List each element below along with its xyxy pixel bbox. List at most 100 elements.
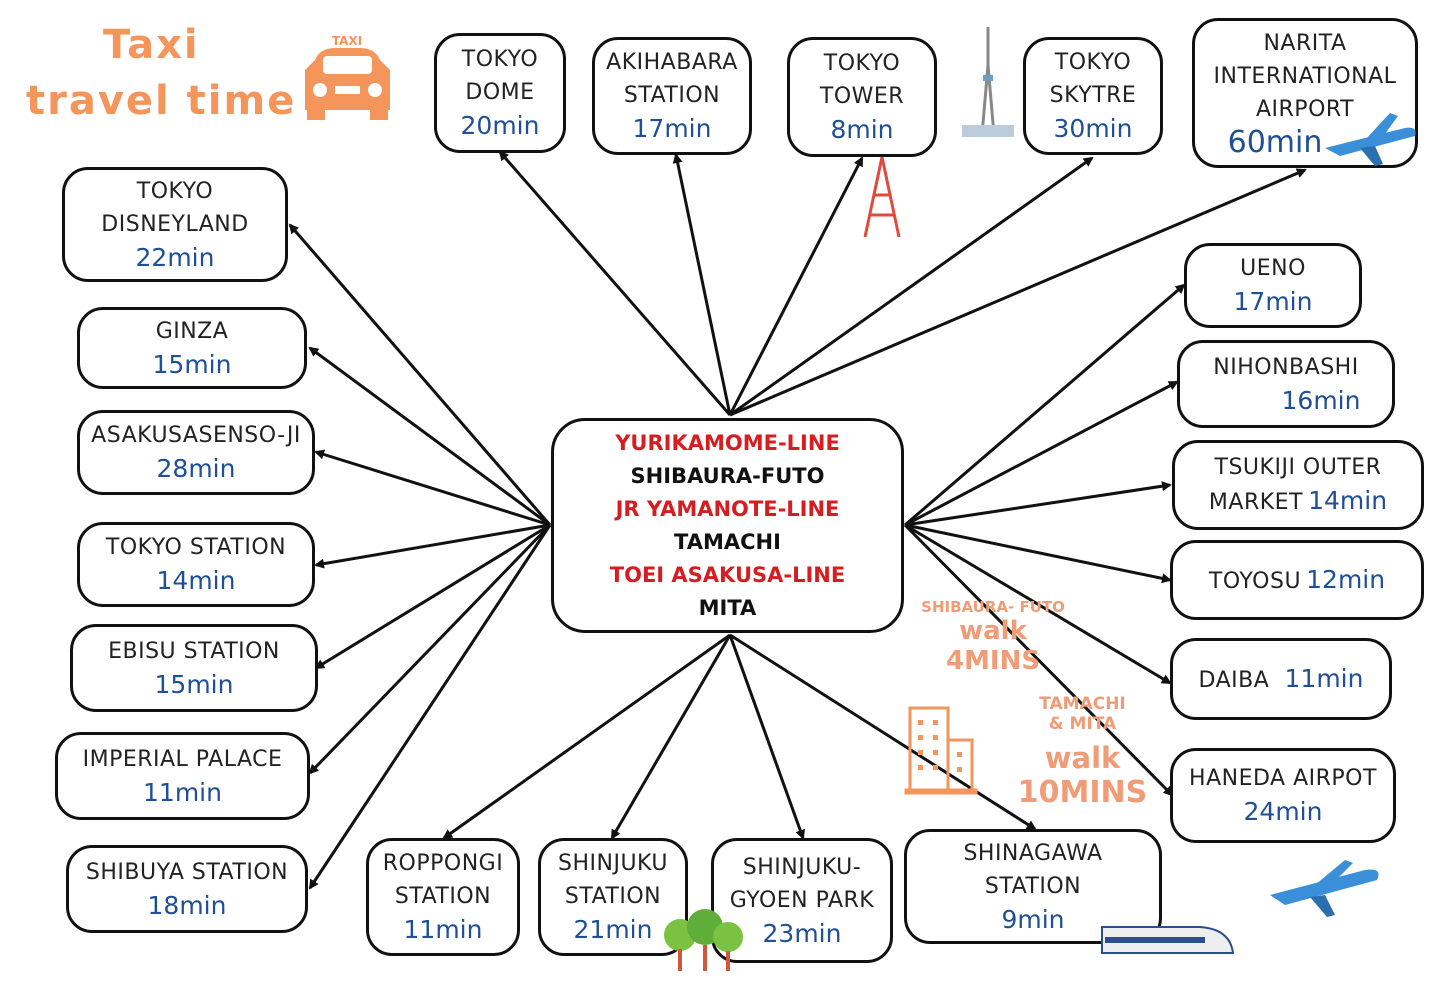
center-line-5: TOEI ASAKUSA-LINE	[609, 562, 846, 587]
walk-station: & MITA	[1048, 714, 1117, 734]
dest-name: TOYOSU	[1208, 568, 1302, 594]
destination-daiba: DAIBA 11min	[1170, 638, 1392, 720]
destination-tokyo-dome: TOKYO DOME 20min	[434, 33, 566, 153]
destination-disneyland: TOKYO DISNEYLAND 22min	[62, 167, 288, 282]
dest-name: ROPPONGI	[382, 851, 504, 876]
arrow	[728, 156, 864, 416]
dest-name: TSUKIJI OUTER	[1214, 455, 1382, 480]
dest-name: SHINJUKU	[558, 851, 668, 876]
walk-label: walk	[1044, 741, 1121, 775]
dest-name: AIRPORT	[1255, 96, 1355, 122]
center-line-1: YURIKAMOME-LINE	[615, 430, 840, 455]
destination-ueno: UENO 17min	[1184, 243, 1362, 328]
dest-name: GYOEN PARK	[729, 887, 875, 913]
dest-name: AKIHABARA	[606, 50, 738, 75]
destination-ginza: GINZA 15min	[77, 307, 307, 389]
dest-time: 11min	[143, 777, 222, 807]
walk-time: 4MINS	[945, 646, 1041, 676]
arrow	[904, 523, 1172, 685]
arrow	[729, 633, 1037, 831]
dest-name: MARKET	[1208, 490, 1304, 515]
dest-time: 17min	[1233, 287, 1313, 316]
dest-time: 11min	[403, 915, 483, 944]
walk-label: walk	[959, 616, 1027, 646]
dest-name: NIHONBASHI	[1213, 354, 1359, 380]
airplane-icon	[1325, 113, 1416, 166]
tower-icon	[863, 156, 901, 238]
arrow	[308, 346, 551, 527]
arrow	[610, 634, 732, 840]
dest-name: DOME	[465, 80, 535, 105]
title-line1: Taxi	[103, 22, 200, 68]
walk-station: TAMACHI	[1039, 694, 1126, 714]
dest-name: TOKYO	[823, 51, 901, 76]
dest-name: STATION	[394, 884, 492, 909]
dest-time: 15min	[154, 669, 234, 699]
destination-akihabara: AKIHABARA STATION 17min	[592, 37, 752, 155]
destination-asakusa: ASAKUSASENSO-JI 28min	[77, 410, 315, 495]
walk-note-shibaura: SHIBAURA- FUTO walk 4MINS	[918, 598, 1068, 676]
dest-time: 11min	[1284, 663, 1364, 693]
arrow	[904, 380, 1179, 527]
destination-imperial-palace: IMPERIAL PALACE 11min	[55, 732, 310, 820]
arrow	[308, 524, 552, 890]
dest-name: NARITA	[1263, 30, 1347, 56]
arrow	[314, 523, 551, 569]
dest-time: 20min	[460, 111, 540, 140]
walk-station: SHIBAURA- FUTO	[921, 598, 1065, 616]
taxi-icon: TAXI	[305, 34, 390, 120]
arrow	[904, 523, 1172, 584]
destination-shibuya: SHIBUYA STATION 18min	[66, 845, 308, 933]
destination-roppongi: ROPPONGI STATION 11min	[366, 838, 520, 956]
dest-name: STATION	[984, 873, 1082, 899]
arrow	[728, 634, 805, 840]
dest-name: DISNEYLAND	[101, 211, 249, 237]
svg-text:TAXI: TAXI	[332, 34, 362, 48]
dest-time: 14min	[156, 566, 236, 595]
dest-time: 22min	[135, 242, 215, 272]
dest-name: STATION	[623, 83, 721, 108]
dest-time: 21min	[573, 915, 653, 944]
destination-nihonbashi: NIHONBASHI 16min	[1177, 340, 1395, 428]
destination-shinagawa: SHINAGAWA STATION 9min	[904, 829, 1162, 944]
arrow	[672, 153, 732, 416]
arrow	[498, 150, 732, 416]
dest-name: SHIBUYA STATION	[85, 859, 289, 885]
dest-time: 8min	[830, 115, 894, 144]
arrow	[903, 523, 1174, 797]
center-line-2: SHIBAURA-FUTO	[630, 463, 825, 488]
arrow	[904, 481, 1172, 527]
arrow	[314, 449, 551, 527]
dest-name: GINZA	[155, 318, 229, 344]
arrow	[904, 283, 1186, 527]
dest-name: SHINAGAWA	[963, 840, 1103, 866]
center-line-4: TAMACHI	[674, 529, 781, 554]
destination-tsukiji: TSUKIJI OUTER MARKET 14min	[1172, 440, 1424, 530]
arrow	[729, 168, 1307, 417]
dest-name: TOKYO STATION	[105, 535, 287, 560]
center-line-6: MITA	[698, 595, 757, 620]
walk-time: 10MINS	[1017, 775, 1148, 810]
dest-time: 23min	[762, 918, 842, 948]
destination-ebisu: EBISU STATION 15min	[70, 624, 318, 712]
dest-name: TOWER	[819, 84, 905, 109]
dest-time: 17min	[632, 114, 712, 143]
skytree-icon	[962, 27, 1014, 137]
airplane-icon	[1270, 860, 1379, 917]
dest-name: SKYTRE	[1049, 83, 1137, 108]
dest-time: 16min	[1281, 385, 1361, 415]
dest-name: SHINJUKU-	[742, 854, 862, 880]
dest-time: 18min	[147, 890, 227, 920]
dest-time: 60min	[1227, 124, 1323, 160]
dest-name: ASAKUSASENSO-JI	[91, 423, 301, 448]
center-stations: YURIKAMOME-LINE SHIBAURA-FUTO JR YAMANOT…	[551, 418, 904, 633]
dest-name: STATION	[564, 884, 662, 909]
dest-time: 12min	[1306, 564, 1386, 594]
dest-name: TOKYO	[1054, 50, 1132, 75]
arrow	[442, 633, 731, 840]
dest-name: UENO	[1240, 256, 1306, 281]
dest-name: TOKYO	[136, 178, 214, 204]
destination-tokyo-tower: TOKYO TOWER 8min	[787, 37, 937, 157]
walk-note-tamachi-mita: TAMACHI & MITA walk 10MINS	[1015, 694, 1150, 810]
dest-name: DAIBA	[1198, 667, 1270, 693]
